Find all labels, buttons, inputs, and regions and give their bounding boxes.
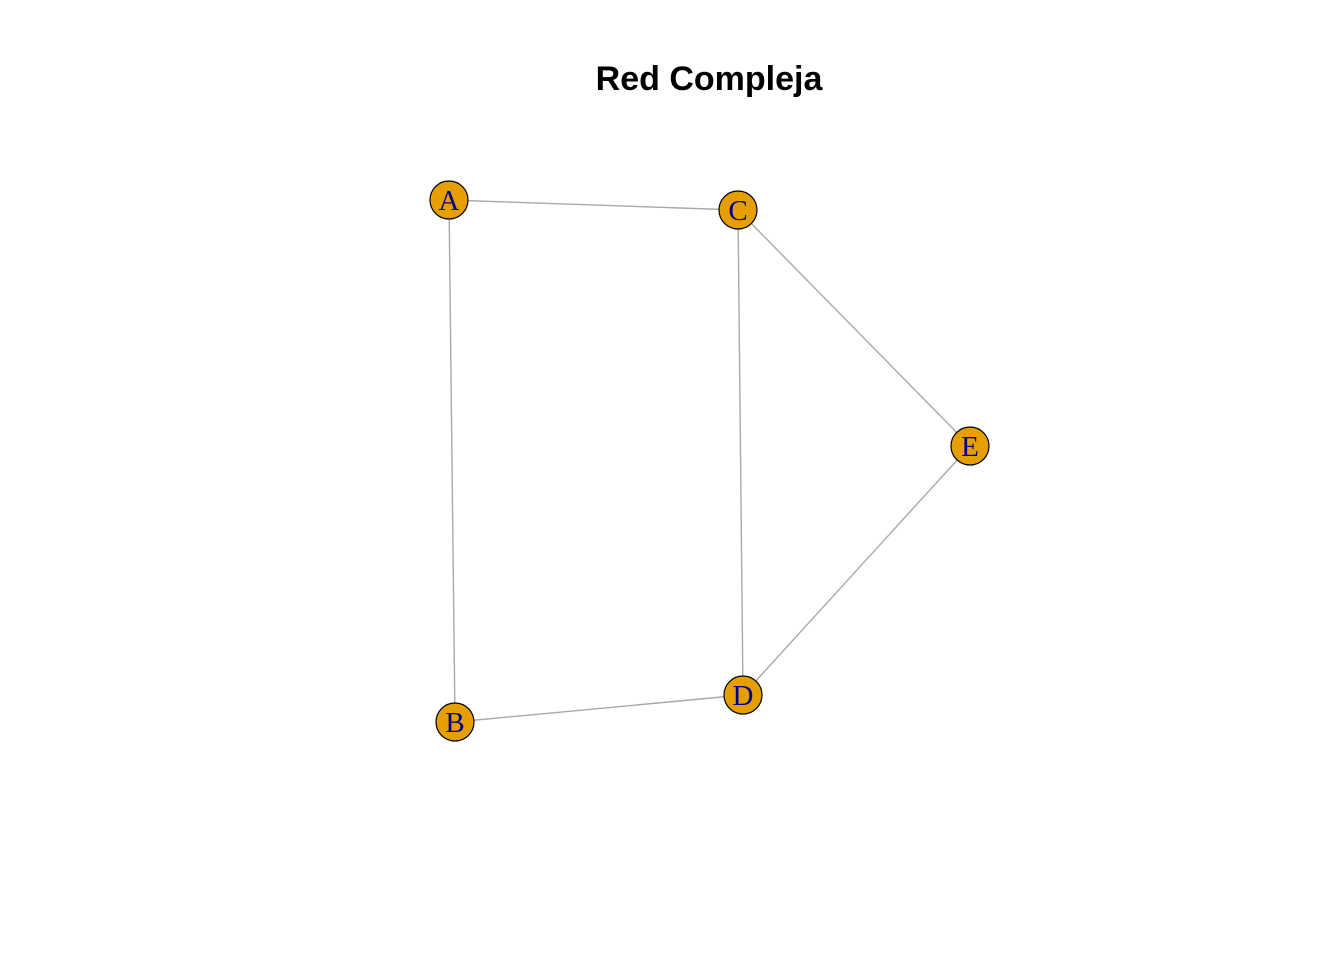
- edge-a-b: [448, 199, 456, 723]
- node-a: A: [429, 180, 469, 220]
- edge-d-e: [742, 445, 971, 696]
- node-d: D: [723, 675, 763, 715]
- edge-b-d: [454, 694, 744, 723]
- node-circle: [950, 426, 990, 466]
- node-e: E: [950, 426, 990, 466]
- edges-layer: [448, 199, 971, 723]
- node-circle: [429, 180, 469, 220]
- node-circle: [435, 702, 475, 742]
- edge-a-c: [448, 199, 739, 211]
- edge-c-e: [737, 209, 971, 447]
- node-b: B: [435, 702, 475, 742]
- graph-title: Red Compleja: [596, 60, 824, 98]
- nodes-layer: A B C D E: [429, 180, 990, 742]
- node-c: C: [718, 190, 758, 230]
- node-circle: [718, 190, 758, 230]
- node-label: C: [728, 195, 747, 227]
- node-label: B: [445, 707, 464, 739]
- node-label: A: [439, 185, 460, 217]
- node-label: D: [733, 680, 754, 712]
- node-label: E: [961, 431, 979, 463]
- edge-c-d: [737, 209, 744, 696]
- node-circle: [723, 675, 763, 715]
